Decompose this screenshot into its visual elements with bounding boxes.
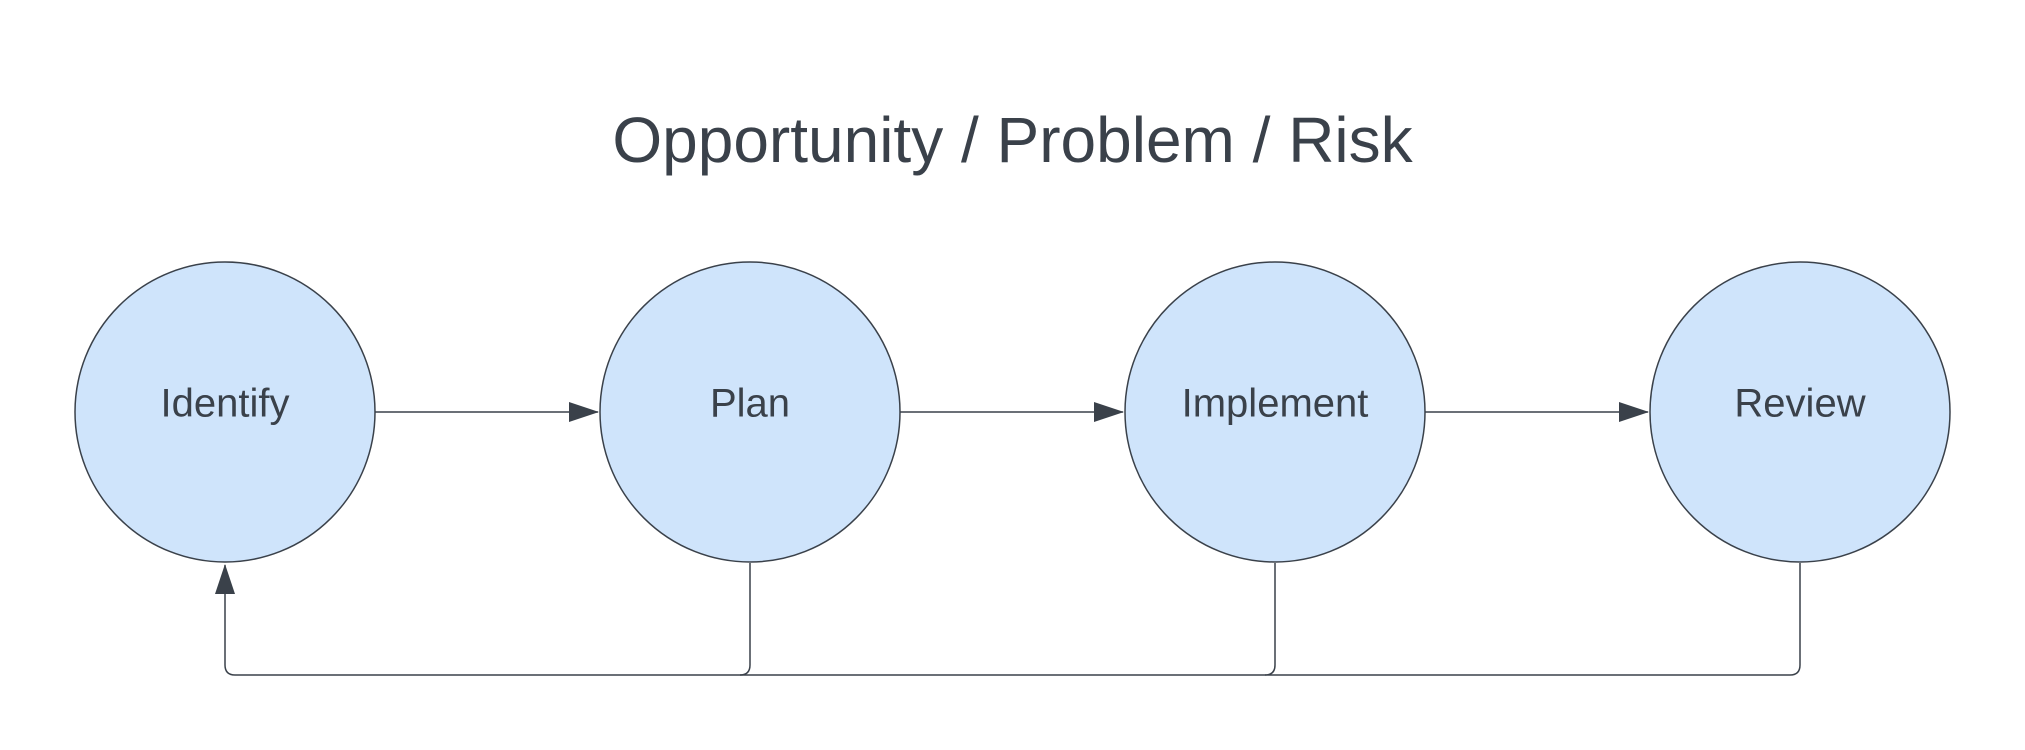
edge-implement-feedback-drop xyxy=(1264,563,1276,676)
node-identify-label: Identify xyxy=(161,382,290,426)
node-plan[interactable]: Plan xyxy=(599,261,901,563)
diagram-title: Opportunity / Problem / Risk xyxy=(612,104,1413,176)
node-plan-label: Plan xyxy=(710,382,790,426)
node-implement[interactable]: Implement xyxy=(1124,261,1426,563)
node-review-label: Review xyxy=(1734,382,1865,426)
feedback-edges xyxy=(215,563,1801,676)
node-identify[interactable]: Identify xyxy=(74,261,376,563)
node-review[interactable]: Review xyxy=(1649,261,1951,563)
edge-review-to-identify xyxy=(215,563,1801,676)
edge-plan-feedback-drop xyxy=(739,563,751,676)
node-implement-label: Implement xyxy=(1182,382,1369,426)
